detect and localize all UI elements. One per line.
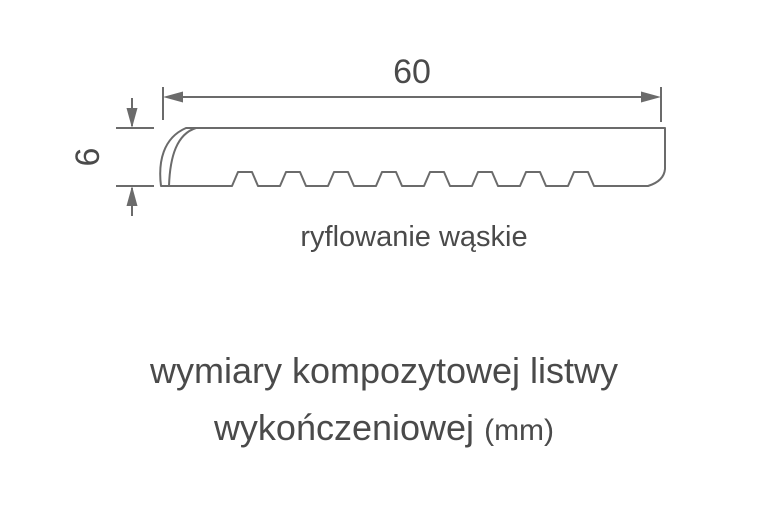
width-arrow-right xyxy=(641,91,661,103)
bullnose-inner-line xyxy=(168,127,197,187)
diagram-caption: wymiary kompozytowej listwy wykończeniow… xyxy=(0,343,768,457)
caption-line-2: wykończeniowej (mm) xyxy=(0,400,768,457)
height-arrow-down xyxy=(126,108,138,128)
caption-line-2-text: wykończeniowej xyxy=(213,406,475,448)
profile-type-label: ryflowanie wąskie xyxy=(300,221,527,253)
width-arrow-left xyxy=(163,91,183,103)
height-dimension-label: 6 xyxy=(69,148,107,167)
width-dimension-label: 60 xyxy=(393,53,431,91)
height-arrow-up xyxy=(126,186,138,206)
height-dimension xyxy=(116,98,154,216)
profile-cross-section-diagram: 60 6 ryflowanie wąskie xyxy=(69,53,666,253)
strip-outline xyxy=(159,127,666,187)
strip-profile xyxy=(159,127,666,187)
caption-unit: (mm) xyxy=(484,413,555,447)
width-dimension xyxy=(162,87,662,122)
caption-line-1: wymiary kompozytowej listwy xyxy=(149,350,619,391)
